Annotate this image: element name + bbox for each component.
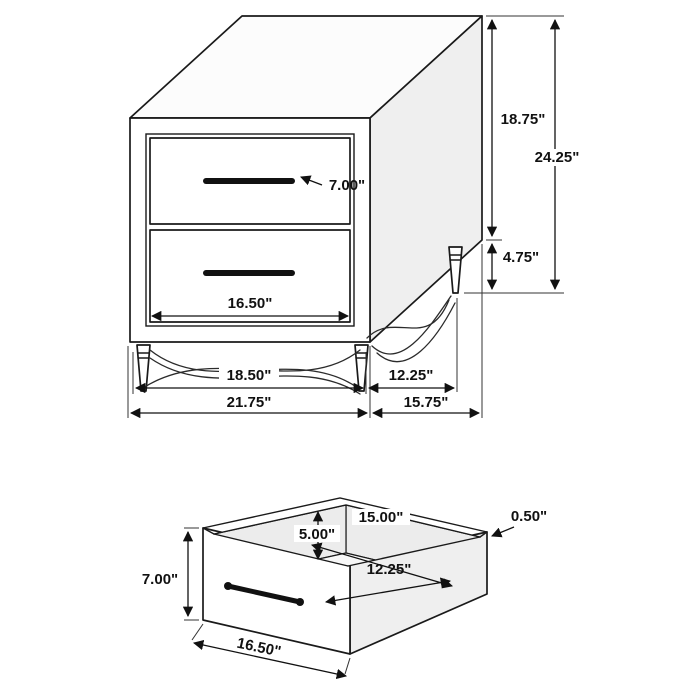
dim-front-width-line — [192, 639, 348, 680]
drawer-pull-handle-end — [224, 582, 232, 590]
drawer-rim-corner-edge — [202, 527, 215, 535]
label-background — [352, 509, 410, 525]
drawer-rim-outer-edge — [202, 497, 488, 533]
dim-overall-depth-label: 15.75" — [404, 394, 449, 411]
leg-wire-decoration — [371, 295, 452, 355]
dim-panel-thickness-label: 0.50" — [511, 508, 547, 525]
drawer-pull-handle-end — [296, 598, 304, 606]
dim-drawer-front-height-label: 7.00" — [329, 177, 365, 194]
drawer-pull-handle — [225, 583, 303, 605]
dim-interior-height-label: 5.00" — [299, 526, 335, 543]
dim-side-leg-span-label: 12.25" — [389, 367, 434, 384]
dim-interior-width-line — [324, 577, 452, 606]
dim-interior-width-label: 12.25" — [367, 561, 412, 578]
dim-panel-thickness-leader — [491, 526, 515, 538]
drawer-rim-corner-edge — [479, 531, 488, 538]
label-background — [219, 367, 279, 383]
dim-overall-width-label: 21.75" — [227, 394, 272, 411]
label-background — [294, 525, 340, 542]
back-right-leg — [448, 246, 463, 294]
nightstand-view: 7.00" 18.75" 4.75" 24.25" 16.50" 18.50" … — [127, 15, 585, 419]
front-left-leg — [136, 344, 151, 392]
extension-line — [344, 657, 351, 675]
dim-total-height-label: 24.25" — [535, 149, 580, 166]
dim-interior-depth-label: 15.00" — [359, 509, 404, 526]
drawer-view: 5.00" 15.00" 12.25" 0.50" 7.00" 16.50" — [142, 497, 547, 680]
dim-front-height-label: 7.00" — [142, 571, 178, 588]
dim-body-height-label: 18.75" — [501, 111, 546, 128]
leg-wire-decoration — [376, 302, 456, 363]
drawer-rim-inner-edge — [213, 504, 481, 538]
front-frame — [145, 133, 355, 327]
leg-wire-decoration — [366, 299, 450, 339]
dim-drawer-width-label: 16.50" — [228, 295, 273, 312]
label-background — [382, 367, 440, 383]
label-background — [529, 149, 585, 166]
dim-front-leg-span-label: 18.50" — [227, 367, 272, 384]
dim-drawer-front-height-leader — [300, 175, 323, 186]
dim-leg-height-label: 4.75" — [503, 249, 539, 266]
extension-line — [191, 623, 204, 641]
